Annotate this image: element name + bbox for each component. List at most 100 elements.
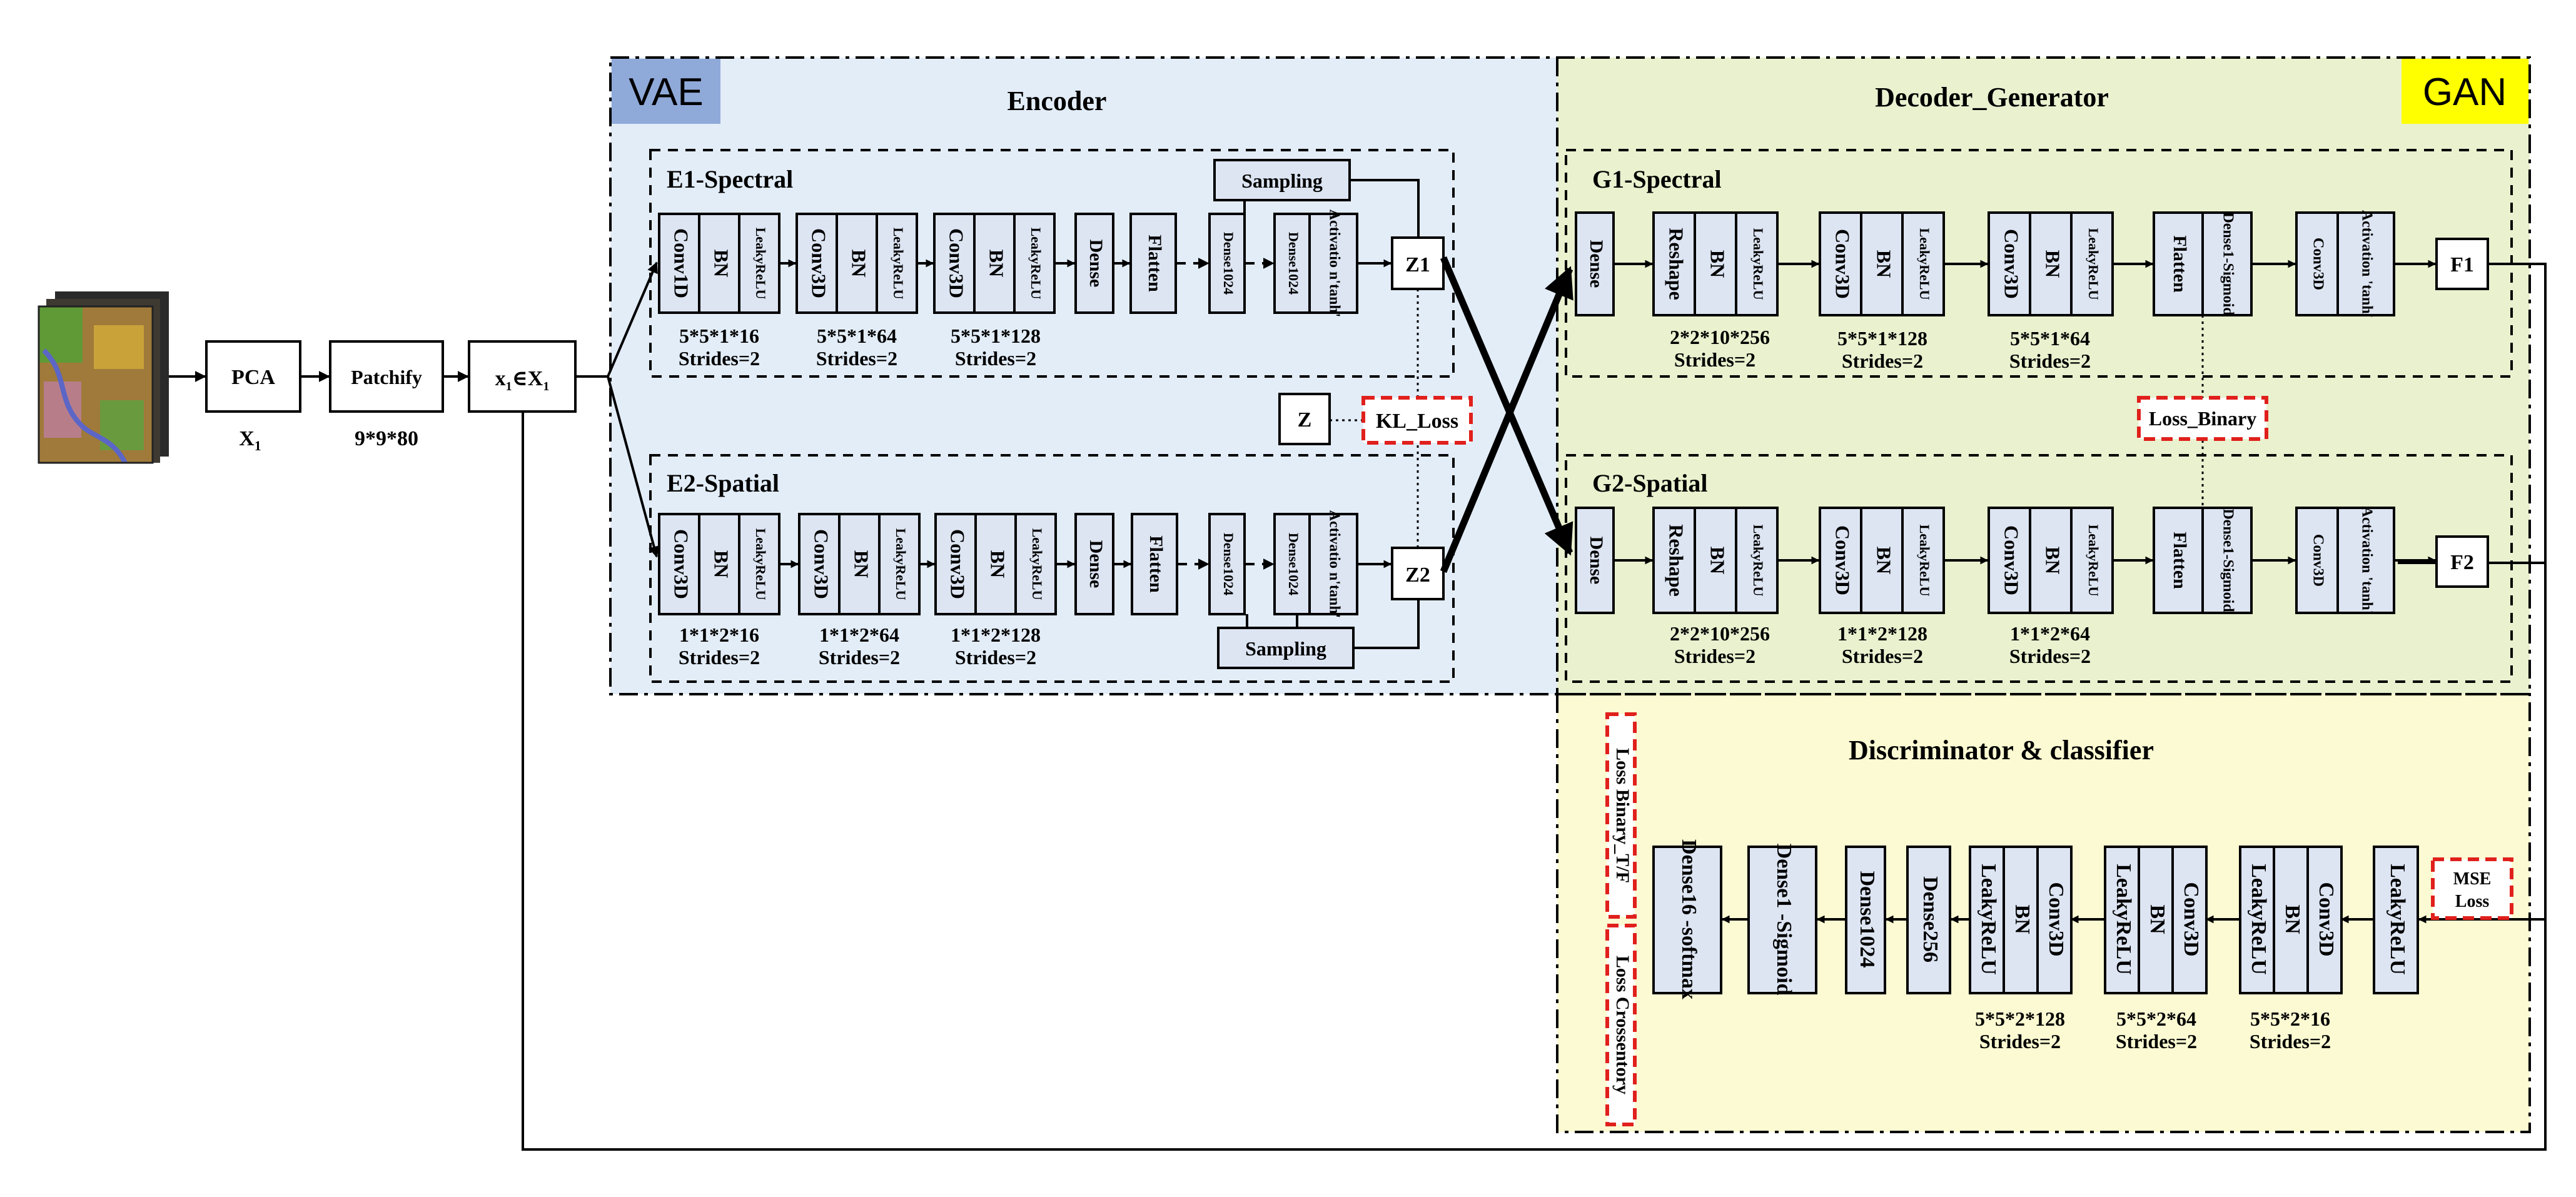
f1-box [2435,238,2489,290]
e2-caption-1b: Strides=2 [679,646,760,669]
e2-label-13: Activatio n'tanh' [1326,510,1342,619]
disc-label-10: Dense256 [1919,876,1942,962]
e2-label-0: Conv3D [670,529,693,599]
e1-caption-3b: Strides=2 [955,347,1036,370]
g2-label-13: Activation 'tanh' [2358,507,2375,615]
z2-box [1391,547,1445,600]
disc-blocks [1652,846,2419,994]
e1-caption-1b: Strides=2 [679,347,760,370]
gan-tag [2402,59,2528,124]
disc-block-dense256 [1906,846,1951,994]
g2-block-leakyrelu [1735,507,1779,614]
e2-caption-3a: 1*1*2*128 [951,624,1041,646]
g2-block-conv3d-3 [2295,507,2339,614]
g2-caption-1b: Strides=2 [1674,645,1755,667]
g1-label-2: BN [1707,250,1729,278]
g2-caption-2a: 1*1*2*128 [1837,622,1927,645]
disc-caption-3b: Strides=2 [1979,1030,2061,1053]
sampling-box-top [1213,159,1351,201]
f2-label: F2 [2450,551,2474,574]
patchify-caption: 9*9*80 [355,427,418,450]
e1-block-leakyrelu-3 [1013,213,1056,314]
g2-label-3: LeakyReLU [1750,525,1766,597]
e1-label-3: Conv3D [808,228,831,298]
mse-loss-label-a: MSE [2453,869,2492,889]
decoder-generator-title: Decoder_Generator [1875,82,2109,113]
e2-caption-2a: 1*1*2*64 [819,624,899,646]
e2-block-labels: Conv3D BN LeakyReLU Conv3D BN LeakyReLU … [670,510,1343,619]
e1-label-1: BN [710,250,733,277]
g2-label-6: LeakyReLU [1917,525,1932,597]
e1-block-activation [1308,213,1358,314]
g1-block-bn-2 [1860,211,1904,316]
disc-label-0: LeakyReLU [2386,864,2409,975]
disc-label-6: Conv3D [2179,882,2203,956]
g1-block-conv3d [1819,211,1862,316]
g1-caption-2b: Strides=2 [1842,350,1923,372]
disc-label-12: Dense1 -Sigmoid [1772,844,1796,996]
x-input-box [468,340,577,413]
disc-block-leakyrelu-4 [1969,846,2005,994]
g1-label-10: Flatten [2169,235,2190,293]
g2-caption-3b: Strides=2 [2009,645,2091,667]
e1-label-2: LeakyReLU [753,228,769,300]
g1-block-leakyrelu-3 [2070,211,2114,316]
discriminator-border [1556,693,2531,1133]
g1-block-dense [1575,211,1615,316]
e2-label-9: Dense [1086,540,1106,588]
disc-label-8: BN [2011,904,2034,934]
g2-label-9: LeakyReLU [2086,525,2101,597]
e1-block-dense1024-b [1273,213,1311,314]
e1-label-4: BN [848,250,871,277]
e1-label-0: Conv1D [670,228,693,298]
e1-label-9: Dense [1086,240,1106,288]
g1-label-3: LeakyReLU [1750,228,1766,300]
z-box [1278,393,1331,445]
g2-caption-3a: 1*1*2*64 [2010,622,2090,645]
e1-label-12: Dense1024 [1286,232,1301,295]
g1-caption-1b: Strides=2 [1674,348,1755,371]
disc-block-leakyrelu-3 [2104,846,2140,994]
e1-block-bn [698,213,740,314]
mse-loss-box [2431,857,2513,920]
e2-block-dense [1074,513,1114,615]
disc-block-conv3d-2 [2171,846,2208,994]
g2-spatial-box [1565,454,2513,683]
e1-blocks [658,213,1358,314]
g1-label-6: LeakyReLU [1917,228,1932,300]
loss-crossentory-box [1605,924,1637,1126]
g1-caption-1a: 2*2*10*256 [1670,326,1770,348]
g2-label-5: BN [1873,547,1896,574]
disc-label-5: BN [2146,904,2169,934]
e1-label-6: Conv3D [946,228,968,298]
e1-label-13: Activatio n'tanh' [1326,210,1342,318]
g2-caption-2b: Strides=2 [1842,645,1923,667]
g2-label-1: Reshape [1665,524,1688,597]
e1-block-leakyrelu-2 [876,213,918,314]
g2-label-0: Dense [1586,537,1607,585]
loss-binary-tf-label: Loss Binary_T/F [1612,748,1633,883]
loss-crossentory-label: Loss Crossentory [1612,956,1633,1094]
g1-block-activation [2336,211,2395,316]
e1-block-bn-2 [836,213,878,314]
e2-label-7: BN [987,550,1009,578]
disc-caption-3a: 5*5*2*128 [1975,1008,2065,1030]
g1-label-0: Dense [1586,240,1607,288]
loss-binary-tf-box [1605,712,1637,919]
e1-block-bn-3 [973,213,1016,314]
sampling-label-bottom: Sampling [1245,637,1326,660]
e2-block-bn [698,513,740,615]
g1-label-9: LeakyReLU [2086,228,2101,300]
g2-label-4: Conv3D [1832,525,1854,595]
g1-blocks [1575,211,2437,316]
disc-block-dense1024 [1845,846,1886,994]
bottom-loop-line [522,263,2547,1151]
e1-label-10: Flatten [1144,235,1165,292]
e2-block-leakyrelu-2 [878,513,921,615]
gan-tag-label: GAN [2423,71,2507,114]
e2-block-flatten [1131,513,1178,615]
pca-box [205,340,301,413]
e1-label-5: LeakyReLU [891,228,906,300]
g1-label-7: Conv3D [2001,229,2023,299]
e1-block-dense1024-a [1208,213,1246,314]
